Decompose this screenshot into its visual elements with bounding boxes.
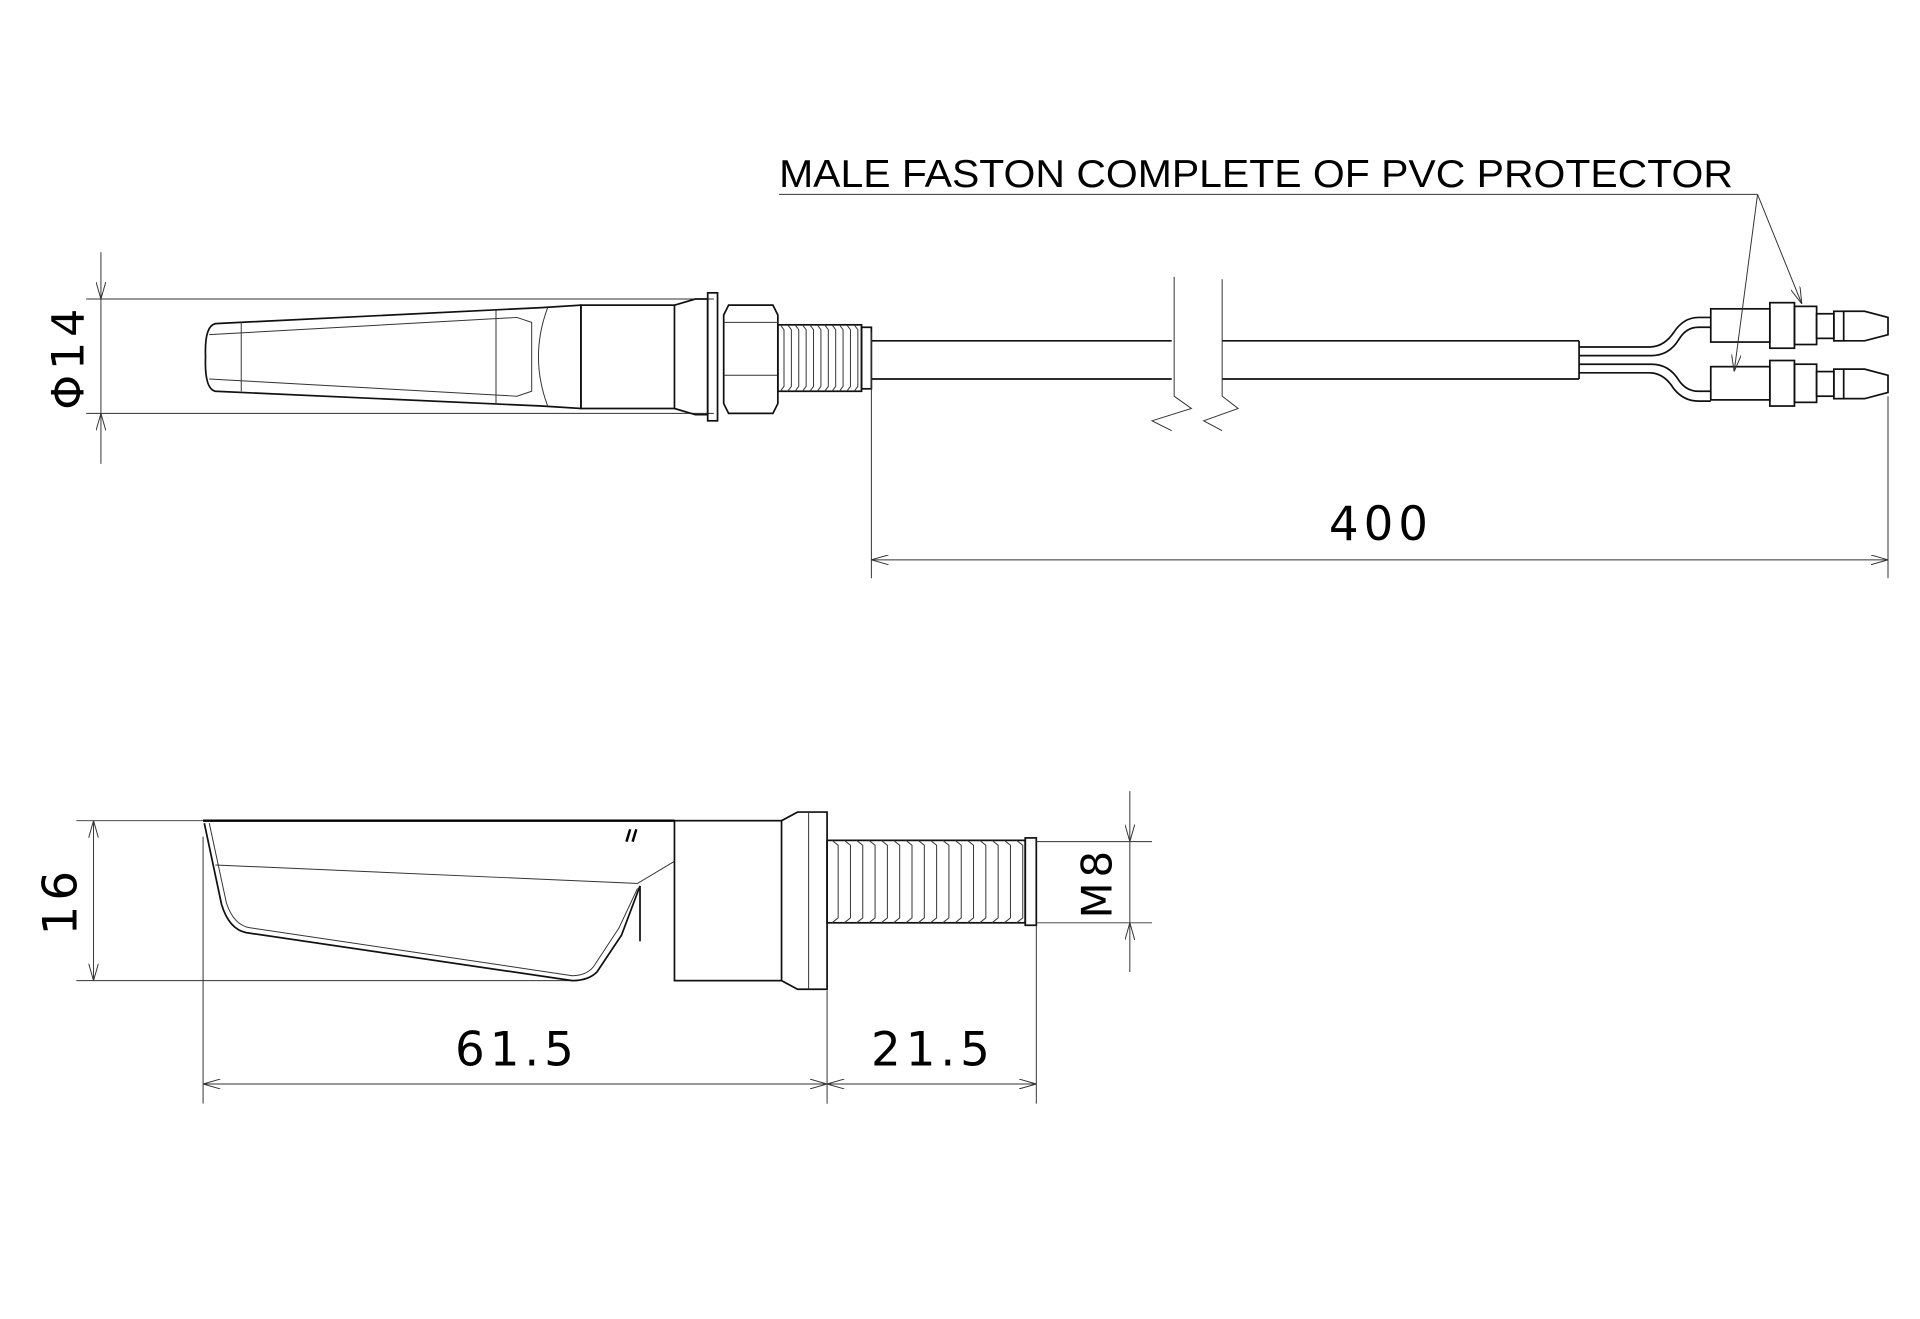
indicator-body-top [204, 291, 873, 422]
thread-ridge [846, 324, 851, 392]
indicator-body-side [203, 811, 1038, 991]
faston-connector-lower [1709, 359, 1889, 407]
thread-ridge [779, 324, 785, 392]
thread-ridge [868, 839, 876, 924]
thread-size-dimension: M8 [1036, 791, 1152, 973]
thread-ridge [794, 324, 800, 392]
thread-ridge [802, 324, 807, 392]
thread-ridge [856, 839, 864, 924]
faston-callout: MALE FASTON COMPLETE OF PVC PROTECTOR [779, 152, 1802, 372]
thread-ridge [1004, 839, 1011, 924]
height-dimension: 16 [34, 820, 579, 982]
thread-ridge [905, 839, 913, 924]
callout-label: MALE FASTON COMPLETE OF PVC PROTECTOR [779, 152, 1733, 196]
length-dimensions: 61.5 21.5 [202, 836, 1037, 1104]
top-view: Φ14 [44, 152, 1889, 579]
thread-ridge [991, 839, 999, 924]
thread-ridge [809, 324, 815, 392]
height-label: 16 [34, 866, 88, 935]
thread-ridge [967, 839, 975, 924]
side-view: 16 M8 [34, 791, 1152, 1104]
thread-ridge [831, 839, 839, 924]
thread-ridge [838, 324, 844, 392]
thread-ridge [831, 324, 837, 392]
thread-ridge [893, 839, 901, 924]
thread-ridge [816, 324, 822, 392]
thread-ridge [942, 839, 950, 924]
thread-ridge [824, 324, 829, 392]
cable [871, 276, 1711, 432]
cable-length-dimension: 400 [870, 332, 1889, 579]
cable-length-label: 400 [1329, 498, 1433, 552]
thread-size-label: M8 [1072, 846, 1121, 919]
body-length-label: 61.5 [455, 1024, 579, 1078]
thread-length-label: 21.5 [871, 1024, 995, 1078]
thread-ridge [1016, 839, 1024, 924]
diameter-label: Φ14 [44, 304, 95, 410]
faston-connector-upper [1709, 301, 1889, 350]
thread-ridge [917, 839, 925, 924]
diameter-dimension: Φ14 [44, 252, 714, 464]
thread-ridge [930, 839, 938, 924]
thread-ridge [853, 324, 859, 392]
thread-ridge [787, 324, 792, 392]
thread-ridge [880, 839, 888, 924]
thread-ridge [954, 839, 962, 924]
thread-ridge [979, 839, 987, 924]
thread-ridge [844, 839, 851, 924]
